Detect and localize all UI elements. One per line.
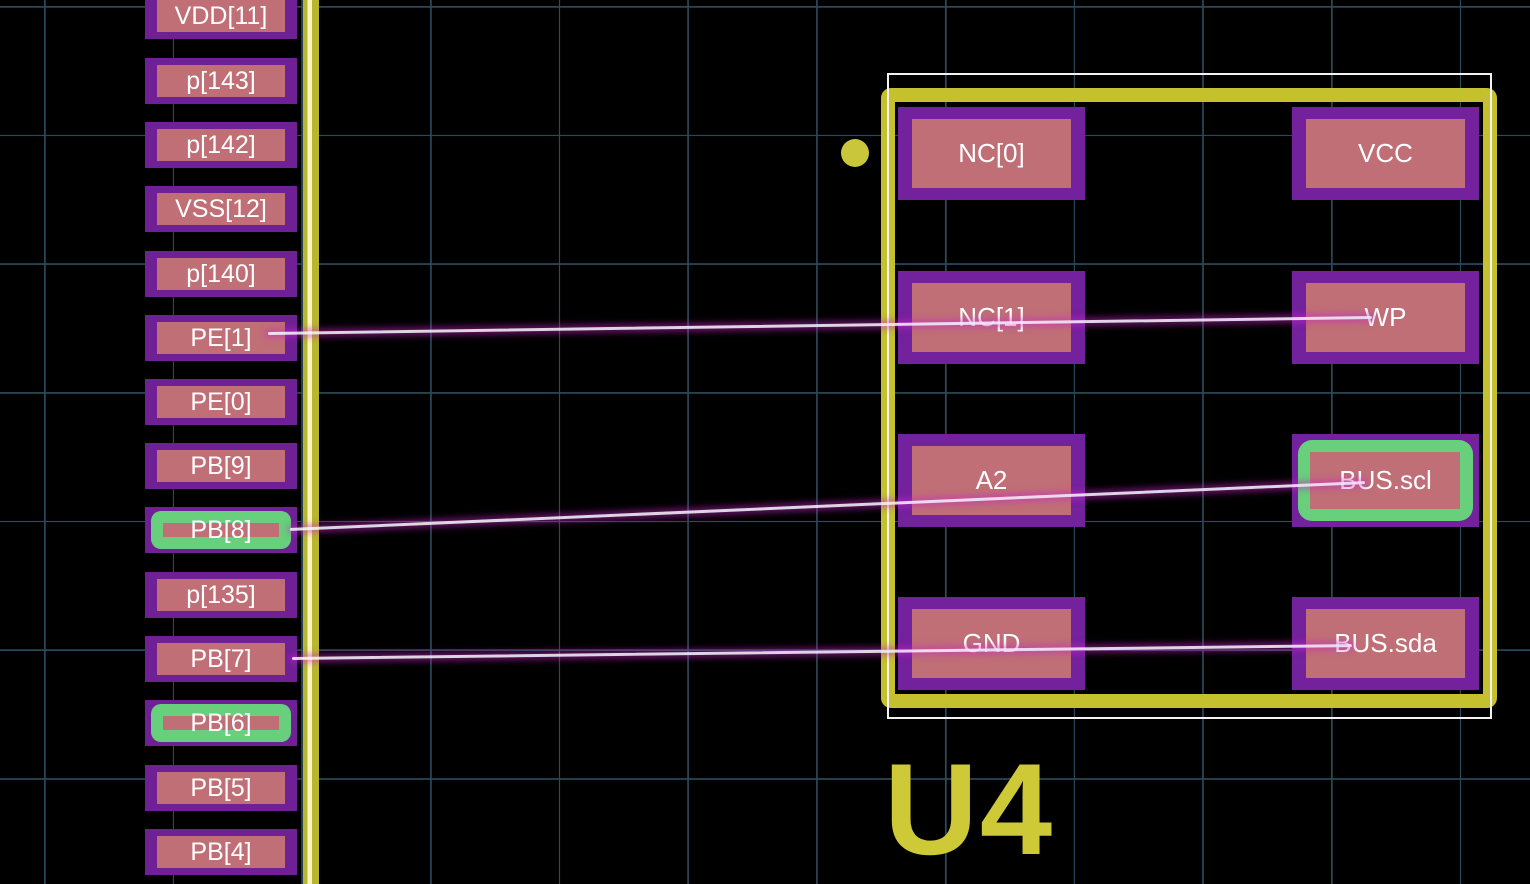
pad-label: VSS[12] (175, 194, 267, 223)
pad-label: PE[1] (190, 323, 252, 352)
pad-label: PB[5] (190, 773, 252, 802)
pin-bus-scl[interactable]: BUS.scl (1292, 434, 1479, 527)
pad-label: PB[4] (190, 837, 252, 866)
pad-copper (912, 609, 1071, 678)
pin-nc-0[interactable]: NC[0] (898, 107, 1085, 200)
pad-label: PB[6] (190, 708, 252, 737)
pad-copper (157, 258, 285, 290)
pin-gnd[interactable]: GND (898, 597, 1085, 690)
pin-label: NC[0] (958, 138, 1025, 168)
pad-label: p[143] (186, 66, 256, 95)
pad-pb-5[interactable]: PB[5] (145, 765, 297, 811)
pad-pe-1[interactable]: PE[1] (145, 315, 297, 361)
pad-p-135[interactable]: p[135] (145, 572, 297, 618)
pad-copper (157, 322, 285, 354)
pad-label: PB[9] (190, 451, 252, 480)
pad-pb-7[interactable]: PB[7] (145, 636, 297, 682)
pad-pe-0[interactable]: PE[0] (145, 379, 297, 425)
pad-copper (157, 386, 285, 418)
pad-copper (912, 283, 1071, 352)
pad-vdd-11[interactable]: VDD[11] (145, 0, 297, 39)
pad-label: p[142] (186, 130, 256, 159)
pin-label: BUS.scl (1339, 465, 1432, 495)
pin-nc-1[interactable]: NC[1] (898, 271, 1085, 364)
pad-label: VDD[11] (174, 1, 268, 30)
pin-label: BUS.sda (1334, 628, 1437, 658)
pad-vss-12[interactable]: VSS[12] (145, 186, 297, 232)
component-courtyard-outline (887, 73, 1492, 719)
pad-copper (157, 193, 285, 225)
pad-pb-6[interactable]: PB[6] (145, 700, 297, 746)
pad-copper (157, 772, 285, 804)
pad-pb-8[interactable]: PB[8] (145, 507, 297, 553)
pad-copper (157, 643, 285, 675)
pad-copper (1306, 609, 1465, 678)
pin-label: A2 (975, 465, 1008, 495)
pad-pb-4[interactable]: PB[4] (145, 829, 297, 875)
pad-copper (157, 579, 285, 611)
pin-a2[interactable]: A2 (898, 434, 1085, 527)
pad-label: PE[0] (190, 387, 252, 416)
pad-p-140[interactable]: p[140] (145, 251, 297, 297)
pin-label: GND (962, 628, 1021, 658)
pad-copper (157, 836, 285, 868)
left-component-silkscreen-edge[interactable] (303, 0, 319, 884)
pad-copper (157, 65, 285, 97)
pad-p-142[interactable]: p[142] (145, 122, 297, 168)
pad-copper (163, 523, 279, 537)
pin-vcc[interactable]: VCC (1292, 107, 1479, 200)
pad-copper (157, 129, 285, 161)
component-refdes-text[interactable]: U4 (884, 736, 1055, 882)
pad-p-143[interactable]: p[143] (145, 58, 297, 104)
pin-bus-sda[interactable]: BUS.sda (1292, 597, 1479, 690)
pin-label: NC[1] (958, 302, 1025, 332)
pad-copper (157, 450, 285, 482)
pad-copper (912, 446, 1071, 515)
pad-copper (1310, 452, 1460, 509)
pad-copper (157, 0, 285, 32)
pin-label: VCC (1358, 138, 1413, 168)
pad-label: p[135] (186, 580, 256, 609)
pad-pb-9[interactable]: PB[9] (145, 443, 297, 489)
pad-copper (163, 716, 279, 730)
pad-label: p[140] (186, 259, 256, 288)
pin1-marker-dot (841, 139, 869, 167)
pad-copper (1306, 119, 1465, 188)
pad-label: PB[8] (190, 515, 252, 544)
pad-copper (912, 119, 1071, 188)
pad-label: PB[7] (190, 644, 252, 673)
